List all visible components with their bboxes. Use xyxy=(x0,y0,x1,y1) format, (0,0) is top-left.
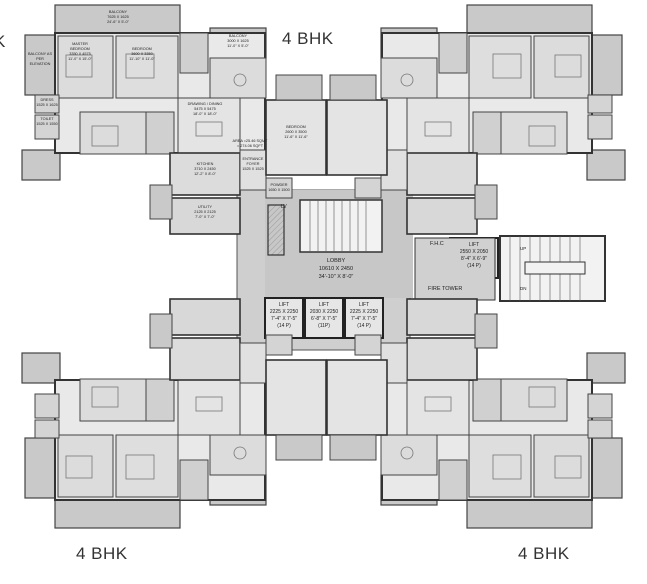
svg-text:7'-0" X 7'-0": 7'-0" X 7'-0" xyxy=(195,215,215,219)
lift-1-label: LIFT 2225 X 2250 7'-4" X 7'-5" (14 P) xyxy=(270,302,299,329)
svg-text:KITCHEN: KITCHEN xyxy=(197,162,214,166)
svg-text:BEDROOM: BEDROOM xyxy=(132,47,152,51)
heading-bottom-left: 4 BHK xyxy=(76,544,128,563)
svg-text:BALCONY AS: BALCONY AS xyxy=(28,52,52,56)
lift-3-label: LIFT 2225 X 2250 7'-4" X 7'-5" (14 P) xyxy=(350,302,379,329)
svg-text:7'-4" X 7'-5": 7'-4" X 7'-5" xyxy=(351,316,377,322)
lift-2-label: LIFT 2030 X 2250 6'-8" X 7'-5" (11P) xyxy=(310,302,339,329)
staircase-top xyxy=(299,199,383,253)
svg-text:TOILET: TOILET xyxy=(40,117,54,121)
svg-text:BEDROOM: BEDROOM xyxy=(70,47,90,51)
svg-text:5475 X 5475: 5475 X 5475 xyxy=(194,107,216,111)
svg-text:12'-2" X 8'-0": 12'-2" X 8'-0" xyxy=(194,172,217,176)
svg-text:DRESS: DRESS xyxy=(40,98,54,102)
svg-text:1525 X 1625: 1525 X 1625 xyxy=(36,103,58,107)
fire-staircase xyxy=(499,235,606,302)
svg-text:MASTER: MASTER xyxy=(72,42,88,46)
dn-label: DN xyxy=(520,286,527,291)
svg-text:2125 X 2125: 2125 X 2125 xyxy=(194,210,216,214)
svg-text:11'-0" X 15'-0": 11'-0" X 15'-0" xyxy=(68,57,92,61)
svg-text:LIFT: LIFT xyxy=(279,302,289,308)
svg-text:DRAWING / DINING: DRAWING / DINING xyxy=(188,102,223,106)
svg-text:6'-8" X 7'-5": 6'-8" X 7'-5" xyxy=(311,316,337,322)
svg-text:AREA =25.46 SQMT: AREA =25.46 SQMT xyxy=(233,139,269,143)
svg-text:2550 X 2050: 2550 X 2050 xyxy=(460,249,489,255)
heading-top-right: 4 BHK xyxy=(282,29,334,48)
svg-text:8'-4" X 6'-9": 8'-4" X 6'-9" xyxy=(461,256,487,262)
svg-text:11'-6" X 11'-6": 11'-6" X 11'-6" xyxy=(284,135,308,139)
svg-text:PER: PER xyxy=(36,57,44,61)
svg-text:= 274.06 SQFT: = 274.06 SQFT xyxy=(237,144,264,148)
lobby-label-3: 34'-10" X 8'-0" xyxy=(319,274,354,280)
svg-text:11'-10" X 11'-0": 11'-10" X 11'-0" xyxy=(129,57,155,61)
svg-text:LIFT: LIFT xyxy=(469,242,479,248)
heading-top-left: K xyxy=(0,32,6,52)
svg-text:24'-6" X 5'-0": 24'-6" X 5'-0" xyxy=(107,20,130,24)
svg-text:7'-4" X 7'-5": 7'-4" X 7'-5" xyxy=(271,316,297,322)
svg-text:2225 X 2250: 2225 X 2250 xyxy=(350,309,379,315)
svg-text:UTILITY: UTILITY xyxy=(198,205,213,209)
fire-tower xyxy=(414,237,496,301)
room-labels-top-left: BALCONY 7625 X 1625 24'-6" X 5'-0" BALCO… xyxy=(28,10,308,219)
svg-text:POWDER: POWDER xyxy=(270,183,287,187)
svg-text:3000 X 1625: 3000 X 1625 xyxy=(227,39,249,43)
svg-text:BEDROOM: BEDROOM xyxy=(286,125,306,129)
lift-2 xyxy=(304,297,344,339)
fhc-label: F.H.C xyxy=(430,241,444,247)
svg-text:3710 X 2450: 3710 X 2450 xyxy=(194,167,216,171)
svg-text:2600 X 3500: 2600 X 3500 xyxy=(285,130,307,134)
lift-right-label: LIFT 2550 X 2050 8'-4" X 6'-9" (14 P) xyxy=(460,242,489,269)
svg-text:ELEVATION: ELEVATION xyxy=(30,62,51,66)
svg-text:1650 X 1500: 1650 X 1500 xyxy=(268,188,290,192)
svg-text:11'-0" X 5'-0": 11'-0" X 5'-0" xyxy=(227,44,249,48)
svg-text:FOYER: FOYER xyxy=(246,162,259,166)
svg-text:2030 X 2250: 2030 X 2250 xyxy=(310,309,339,315)
lobby-label-2: 10610 X 2450 xyxy=(319,266,353,272)
lobby-label-1: LOBBY xyxy=(327,258,346,264)
fire-tower-label: FIRE TOWER xyxy=(428,286,462,292)
svg-text:BALCONY: BALCONY xyxy=(109,10,128,14)
svg-text:LIFT: LIFT xyxy=(359,302,369,308)
svg-text:18'-0" X 18'-0": 18'-0" X 18'-0" xyxy=(193,112,218,116)
svg-text:7625 X 1625: 7625 X 1625 xyxy=(107,15,129,19)
svg-text:3350 X 4575: 3350 X 4575 xyxy=(69,52,91,56)
up-label: UP xyxy=(520,246,526,251)
svg-text:(14 P): (14 P) xyxy=(357,323,371,329)
svg-text:(11P): (11P) xyxy=(318,323,330,329)
svg-text:3600 X 3350: 3600 X 3350 xyxy=(131,52,153,56)
lift-1 xyxy=(264,297,304,339)
svg-text:1525 X 1525: 1525 X 1525 xyxy=(242,167,264,171)
svg-text:LIFT: LIFT xyxy=(319,302,329,308)
lv-label: LV xyxy=(281,204,287,210)
svg-text:(14 P): (14 P) xyxy=(467,263,481,269)
svg-text:(14 P): (14 P) xyxy=(277,323,291,329)
svg-text:1525 X 1550: 1525 X 1550 xyxy=(36,122,58,126)
svg-text:ENTRANCE: ENTRANCE xyxy=(243,157,264,161)
svg-text:BALCONY: BALCONY xyxy=(229,34,248,38)
lift-3 xyxy=(344,297,384,339)
heading-bottom-right: 4 BHK xyxy=(518,544,570,563)
svg-text:2225 X 2250: 2225 X 2250 xyxy=(270,309,299,315)
